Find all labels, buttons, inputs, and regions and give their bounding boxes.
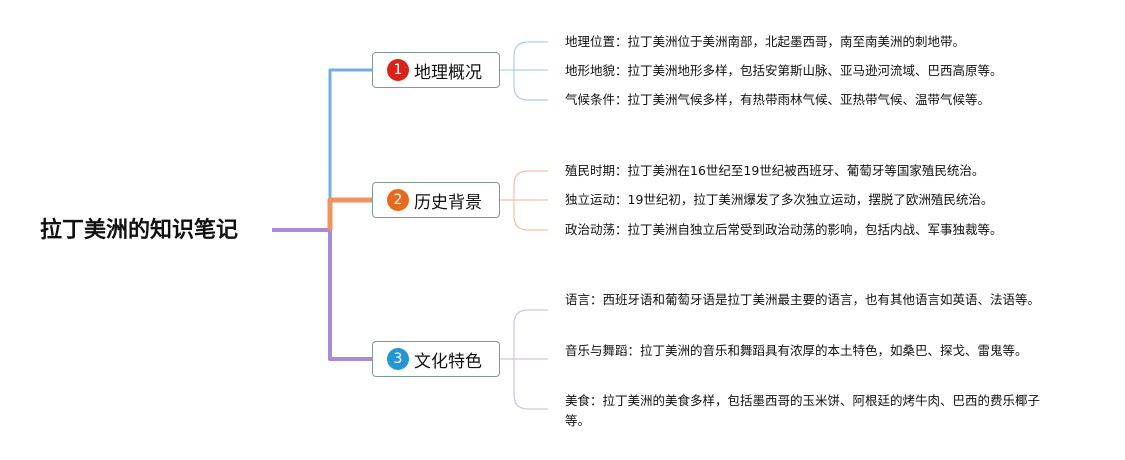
leaf-topic[interactable]: 殖民时期：拉丁美洲在16世纪至19世纪被西班牙、葡萄牙等国家殖民统治。 — [565, 163, 985, 178]
root-topic[interactable]: 拉丁美洲的知识笔记 — [40, 218, 239, 243]
leaf-topic[interactable]: 独立运动：19世纪初，拉丁美洲爆发了多次独立运动，摆脱了欧洲殖民统治。 — [565, 192, 994, 207]
branch-node-geography[interactable]: 1 地理概况 — [372, 52, 500, 88]
leaf-topic[interactable]: 气候条件：拉丁美洲气候多样，有热带雨林气候、亚热带气候、温带气候等。 — [565, 92, 991, 107]
number-badge-2: 2 — [387, 189, 409, 211]
leaf-topic[interactable]: 政治动荡：拉丁美洲自独立后常受到政治动荡的影响，包括内战、军事独裁等。 — [565, 222, 1003, 237]
leaf-topic[interactable]: 音乐与舞蹈：拉丁美洲的音乐和舞蹈具有浓厚的本土特色，如桑巴、探戈、雷鬼等。 — [565, 343, 1028, 358]
branch-label-culture: 文化特色 — [414, 351, 482, 372]
leaf-topic[interactable]: 语言：西班牙语和葡萄牙语是拉丁美洲最主要的语言，也有其他语言如英语、法语等。 — [565, 292, 1041, 307]
branch-label-geography: 地理概况 — [414, 62, 482, 83]
leaf-topic[interactable]: 美食：拉丁美洲的美食多样，包括墨西哥的玉米饼、阿根廷的烤牛肉、巴西的费乐椰子等。 — [565, 393, 1041, 428]
branch-label-history: 历史背景 — [414, 192, 482, 213]
number-badge-3: 3 — [387, 348, 409, 370]
branch-node-culture[interactable]: 3 文化特色 — [372, 341, 500, 377]
leaf-topic[interactable]: 地形地貌：拉丁美洲地形多样，包括安第斯山脉、亚马逊河流域、巴西高原等。 — [565, 63, 1003, 78]
branch-node-history[interactable]: 2 历史背景 — [372, 182, 500, 218]
leaf-topic[interactable]: 地理位置：拉丁美洲位于美洲南部，北起墨西哥，南至南美洲的刺地带。 — [565, 34, 966, 49]
number-badge-1: 1 — [387, 59, 409, 81]
